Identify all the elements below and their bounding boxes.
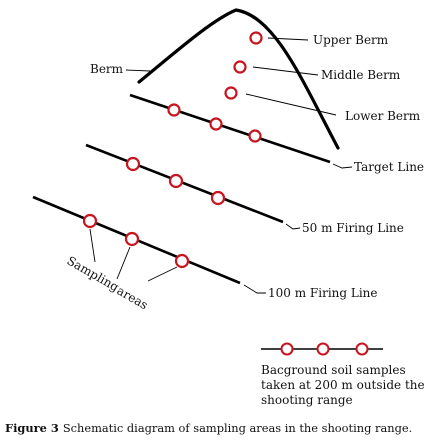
background-text-3: shooting range: [261, 393, 353, 407]
leader-firing-50: [285, 223, 301, 230]
firing-50-sample: [168, 173, 184, 189]
leader-sampling-3: [147, 266, 178, 282]
leader-firing-100: [243, 284, 266, 294]
upper-berm-sample: [249, 31, 263, 45]
label-target-line: Target Line: [354, 160, 424, 174]
leader-lower-berm: [245, 93, 337, 116]
label-upper-berm: Upper Berm: [313, 33, 389, 47]
lower-berm-sample: [224, 86, 238, 100]
label-middle-berm: Middle Berm: [321, 68, 401, 82]
label-firing-100: 100 m Firing Line: [268, 286, 378, 300]
background-sample: [355, 342, 369, 356]
firing-line-50m: [85, 143, 284, 224]
firing-50-sample: [125, 156, 141, 172]
label-lower-berm: Lower Berm: [345, 109, 421, 123]
background-text-2: taken at 200 m outside the: [261, 378, 425, 392]
leader-sampling-1: [89, 228, 96, 263]
label-firing-50: 50 m Firing Line: [302, 221, 404, 235]
target-line: [129, 93, 331, 164]
target-line-sample: [248, 129, 262, 143]
background-sample: [316, 342, 330, 356]
leader-target-line: [332, 163, 353, 169]
berm-curve: [137, 8, 340, 150]
firing-50-sample: [210, 190, 226, 206]
leader-middle-berm: [252, 66, 319, 76]
firing-100-sample: [82, 213, 98, 229]
firing-100-sample: [174, 253, 190, 269]
leader-berm: [125, 69, 151, 72]
label-areas: areas: [115, 283, 151, 312]
leader-sampling-2: [116, 246, 131, 280]
firing-100-sample: [124, 231, 140, 247]
background-text-1: Bacground soil samples: [261, 363, 406, 377]
background-sample: [280, 342, 294, 356]
target-line-sample: [167, 103, 181, 117]
middle-berm-sample: [233, 60, 247, 74]
figure-label: Figure 3: [5, 421, 59, 435]
leader-upper-berm: [267, 37, 309, 41]
label-berm: Berm: [90, 62, 124, 76]
target-line-sample: [209, 117, 223, 131]
caption-text: Schematic diagram of sampling areas in t…: [62, 421, 413, 435]
label-sampling: Sampling: [65, 253, 122, 294]
